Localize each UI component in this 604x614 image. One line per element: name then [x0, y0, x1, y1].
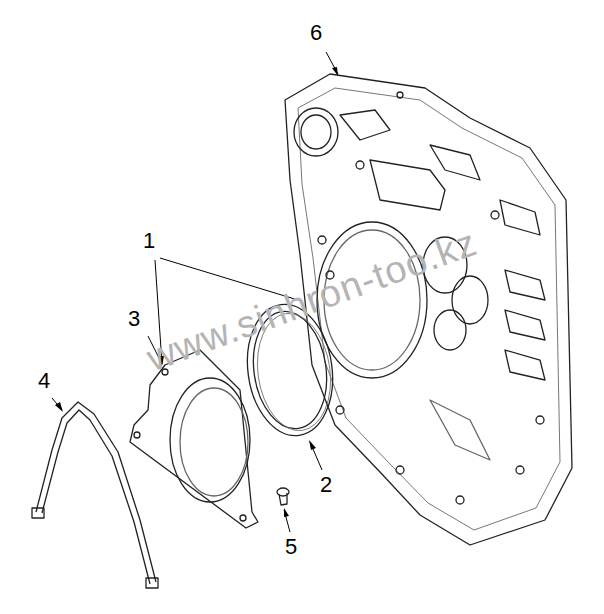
gasket	[32, 402, 158, 588]
callout-number: 4	[38, 370, 50, 392]
callout-number: 6	[310, 22, 322, 44]
callout-number: 1	[143, 230, 155, 252]
callout-number: 5	[285, 536, 297, 558]
callout-number: 2	[320, 474, 332, 496]
watermark: www.sinhron-too.kz	[142, 223, 482, 378]
callout-number: 3	[128, 308, 140, 330]
screw	[277, 488, 289, 505]
seal-housing	[130, 350, 258, 528]
